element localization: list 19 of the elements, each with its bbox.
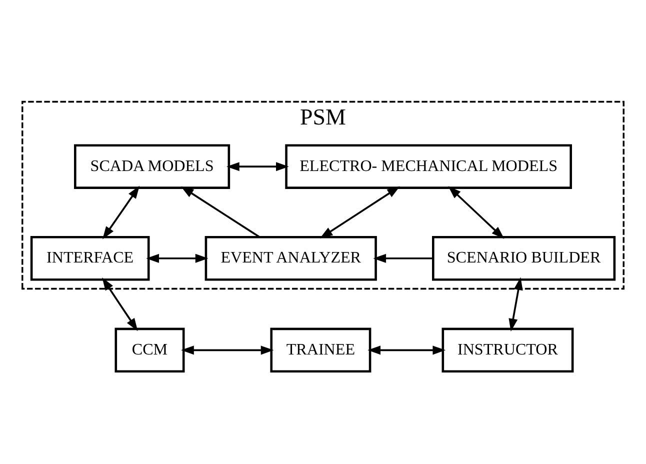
node-box: CCM — [114, 328, 185, 373]
node-box: INTERFACE — [30, 236, 150, 281]
node-box: SCADA MODELS — [74, 144, 230, 189]
arrow — [320, 186, 400, 238]
arrow — [226, 162, 289, 172]
arrow — [373, 254, 434, 263]
node-box: ELECTRO- MECHANICAL MODELS — [285, 144, 572, 189]
node-box: EVENT ANALYZER — [204, 236, 377, 281]
arrow — [102, 278, 138, 332]
node-box: SCENARIO BUILDER — [432, 236, 616, 281]
arrow — [508, 277, 523, 332]
node-box: INSTRUCTOR — [442, 328, 574, 373]
arrow — [368, 346, 446, 355]
arrow — [181, 346, 274, 355]
arrow — [146, 254, 208, 263]
arrow — [102, 186, 140, 240]
node-box: TRAINEE — [270, 328, 372, 373]
arrow — [180, 186, 260, 238]
arrow — [448, 186, 504, 239]
